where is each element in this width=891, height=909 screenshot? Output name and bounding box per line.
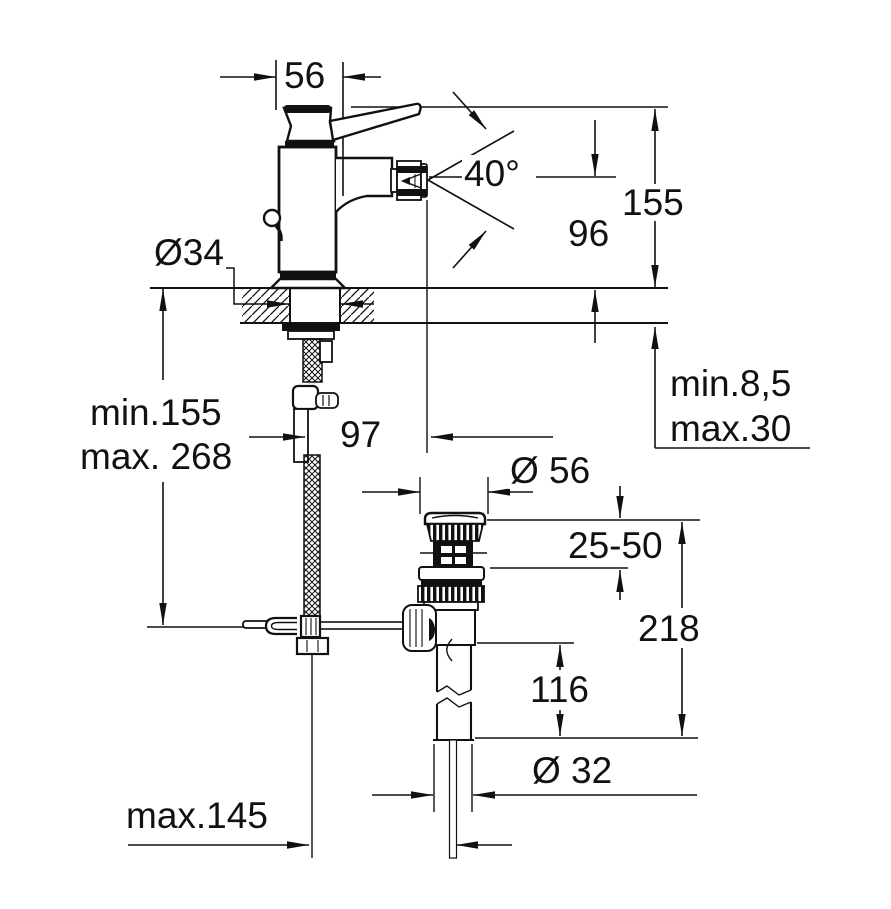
pull-rod-knurled	[303, 454, 321, 621]
threaded-shank-and-rod	[282, 322, 340, 621]
cap-trim-ring	[285, 141, 334, 148]
dim-label-waste-height: 218	[636, 608, 702, 649]
waste-stem	[433, 541, 473, 567]
dim-label-flange-diameter: Ø 56	[508, 450, 593, 491]
dim-label-deck-max: max.30	[668, 408, 794, 449]
lever-handle	[328, 102, 422, 142]
horseshoe-washer	[282, 322, 340, 331]
rod-upper-section	[293, 408, 309, 463]
plug-stem-inside	[446, 638, 453, 662]
dim-label-rod-max: max. 268	[78, 436, 235, 477]
body-bottom-trim-ring	[280, 271, 336, 279]
waste-tee-body	[434, 609, 476, 646]
dim-label-spray-angle: 40°	[462, 153, 522, 194]
shank-stub	[319, 340, 333, 363]
dim-label-rod-offset-max: max.145	[124, 795, 270, 836]
waste-plug-cap	[423, 511, 487, 526]
dim-label-rod-to-spout: 97	[338, 414, 384, 455]
dim-label-deck-min: min.8,5	[668, 363, 794, 404]
pipe-break-mark	[436, 697, 472, 708]
angle-arrow-upper	[452, 91, 487, 130]
pop-up-knob	[262, 208, 282, 228]
clamp-screw	[315, 392, 339, 409]
faucet-body	[277, 145, 338, 274]
dim-label-hole-diameter: Ø34	[152, 232, 226, 273]
cap-top	[284, 105, 331, 113]
pop-up-knob-stem	[274, 224, 283, 242]
lever-linkage	[242, 614, 406, 858]
rod-clamp	[291, 384, 320, 411]
waste-flange	[418, 566, 485, 581]
waste-seal-ring	[421, 580, 482, 586]
faucet	[262, 102, 428, 290]
dimensions	[128, 73, 810, 849]
clevis-fork	[264, 616, 297, 636]
knurled-lock-nut	[417, 585, 485, 603]
dim-label-waste-adjust: 25-50	[566, 525, 665, 566]
flow-direction-mark	[401, 177, 410, 185]
lever-rod-right	[317, 621, 406, 630]
dim-label-pipe-diameter: Ø 32	[530, 750, 615, 791]
ball-joint-nut	[402, 604, 437, 652]
plug-ribbed-skirt	[425, 523, 485, 542]
dim-label-spout-height: 96	[566, 213, 612, 254]
mounting-nut	[287, 330, 335, 340]
angle-arrow-lower	[452, 230, 487, 269]
mounting-deck	[150, 287, 668, 324]
spout-block	[335, 156, 394, 213]
pop-up-waste	[402, 511, 487, 859]
coupler-hex-nut	[295, 636, 330, 656]
pipe-break-mark	[436, 685, 472, 696]
base-flare	[268, 277, 348, 290]
tailpipe	[433, 645, 474, 742]
dim-34-leader	[158, 267, 240, 305]
dim-label-tailpipe-length: 116	[528, 669, 591, 710]
dim-label-rod-min: min.155	[88, 392, 224, 433]
angle-line-lower	[427, 179, 515, 230]
aerator	[390, 160, 428, 201]
ball-joint	[429, 618, 435, 641]
dim-label-spout-width: 56	[282, 55, 328, 96]
drain-axis-extension	[448, 739, 458, 859]
dim-label-overall-height: 155	[620, 182, 686, 223]
